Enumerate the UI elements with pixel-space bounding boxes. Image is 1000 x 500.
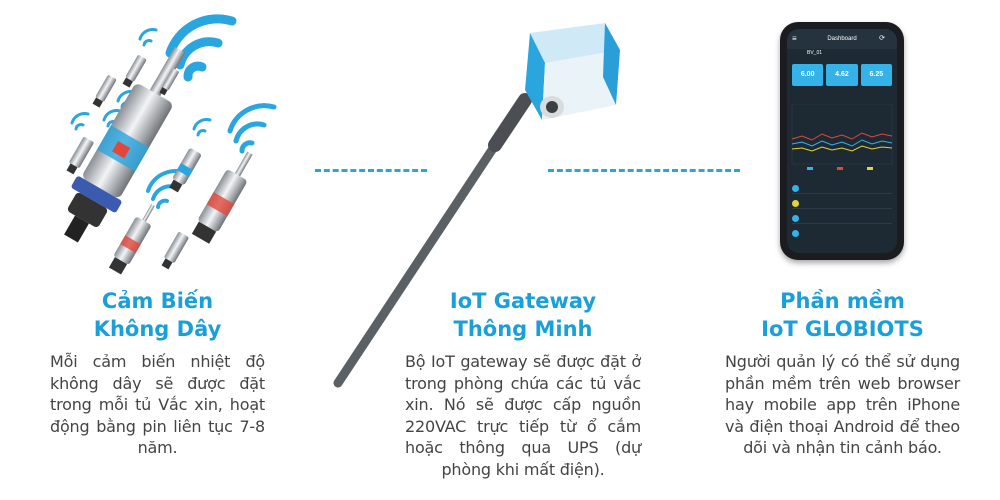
sensors-description: Mỗi cảm biến nhiệt độ không dây sẽ được … xyxy=(50,352,265,457)
list-item[interactable] xyxy=(792,224,892,238)
value-tile[interactable]: 4.62 xyxy=(826,64,858,86)
software-title: Phần mềm IoT GLOBIOTS xyxy=(761,289,924,341)
menu-icon[interactable]: ≡ xyxy=(792,34,797,43)
sensor-small xyxy=(191,151,253,244)
gateway-title: IoT Gateway Thông Minh xyxy=(449,289,597,341)
gateway-illustration xyxy=(333,23,620,388)
wireless-sensors-illustration xyxy=(64,14,277,275)
phone-tab[interactable]: BV_01 xyxy=(807,50,823,56)
connector-right xyxy=(548,169,740,172)
wifi-icon xyxy=(227,103,277,154)
software-description: Người quản lý có thể sử dụng phần mềm tr… xyxy=(725,352,960,457)
notification-list xyxy=(792,179,892,238)
temperature-chart xyxy=(791,103,893,170)
list-item[interactable] xyxy=(792,209,892,224)
sensor-small xyxy=(161,232,189,270)
alert-icon xyxy=(792,215,799,222)
sensor-small xyxy=(122,55,147,88)
phone-screen: ≡ Dashboard ⟳ BV_01 6.00 4.62 6.25 xyxy=(787,29,897,253)
refresh-icon[interactable]: ⟳ xyxy=(879,35,885,42)
value-tile[interactable]: 6.00 xyxy=(792,64,824,86)
alert-icon xyxy=(792,230,799,237)
connector-left xyxy=(315,169,427,172)
wifi-icon xyxy=(165,14,237,82)
sensor-large xyxy=(64,46,186,243)
tile-row: 6.00 4.62 6.25 xyxy=(787,58,897,86)
sensor-small xyxy=(92,75,117,108)
phone-mockup: ≡ Dashboard ⟳ BV_01 6.00 4.62 6.25 xyxy=(780,22,904,260)
column-software: Phần mềm IoT GLOBIOTS Người quản lý có t… xyxy=(725,0,960,500)
connector-port xyxy=(540,96,564,118)
phone-header-title: Dashboard xyxy=(827,36,857,42)
list-item[interactable] xyxy=(792,179,892,194)
value-tile[interactable]: 6.25 xyxy=(860,64,892,86)
alert-icon xyxy=(792,185,799,192)
sensor-small xyxy=(66,137,94,175)
list-item[interactable] xyxy=(792,194,892,209)
sensor-small xyxy=(159,68,179,96)
sensors-title: Cảm Biến Không Dây xyxy=(93,289,222,341)
column-sensors: Cảm Biến Không Dây Mỗi cảm biến nhiệt độ… xyxy=(50,0,265,500)
alert-icon xyxy=(792,200,799,207)
column-gateway: IoT Gateway Thông Minh Bộ IoT gateway sẽ… xyxy=(405,0,641,500)
sensor-small xyxy=(108,204,155,275)
sensor-small xyxy=(169,148,201,193)
gateway-description: Bộ IoT gateway sẽ được đặt ở trong phòng… xyxy=(405,352,641,479)
phone-header: ≡ Dashboard ⟳ xyxy=(787,29,897,49)
